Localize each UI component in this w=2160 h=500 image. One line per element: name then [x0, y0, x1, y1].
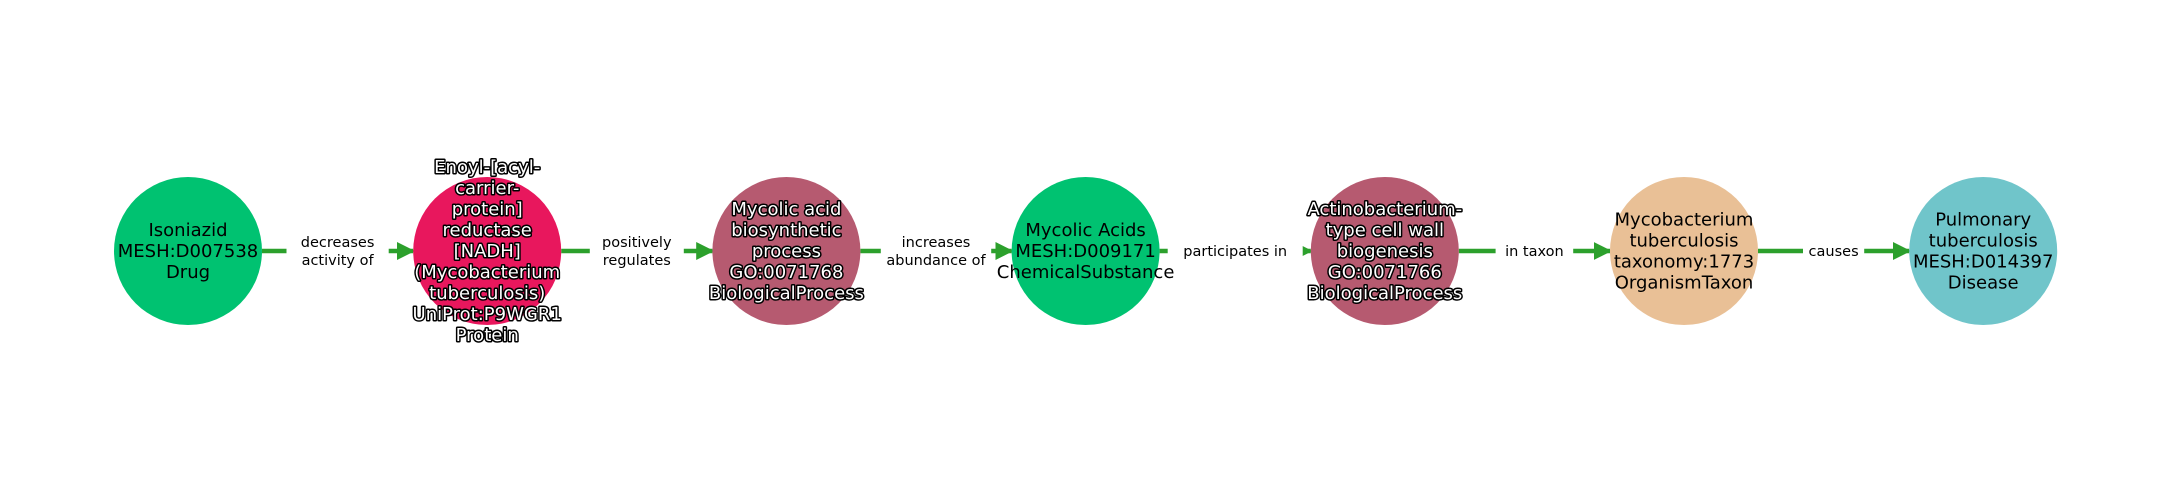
- edge-3: increases abundance of: [860, 231, 1014, 271]
- node-label: tuberculosis: [1629, 231, 1738, 252]
- node-label: Enoyl-[acyl-: [434, 157, 540, 178]
- node-label: OrganismTaxon: [1615, 273, 1754, 294]
- node-label: biogenesis: [1337, 241, 1433, 262]
- node-label: reductase: [443, 220, 532, 241]
- node-enoyl-reductase[interactable]: Enoyl-[acyl-carrier-protein]reductase[NA…: [411, 156, 563, 348]
- edge-label: participates in: [1183, 244, 1287, 260]
- node-circle[interactable]: [1909, 177, 2058, 325]
- edge-label: decreases: [301, 235, 375, 251]
- node-actinobacterium-cell-wall-biogenesis[interactable]: Actinobacterium-type cell wallbiogenesis…: [1306, 177, 1464, 325]
- node-circle[interactable]: [1011, 177, 1160, 325]
- node-label: type cell wall: [1326, 220, 1444, 241]
- node-label: Pulmonary: [1935, 210, 2031, 231]
- edge-label-background: [286, 231, 389, 271]
- node-label: [NADH]: [454, 241, 521, 262]
- node-circle[interactable]: [1310, 177, 1459, 325]
- edge-label: regulates: [603, 253, 671, 269]
- edge-6: causes: [1758, 240, 1911, 262]
- node-label: biosynthetic: [731, 220, 841, 241]
- edge-label: in taxon: [1505, 244, 1564, 260]
- node-label: GO:0071766: [1328, 262, 1442, 283]
- node-label: GO:0071768: [729, 262, 843, 283]
- edge-label: causes: [1809, 244, 1859, 260]
- edge-label-background: [1803, 240, 1865, 262]
- node-label: MESH:D014397: [1913, 252, 2054, 273]
- node-label: taxonomy:1773: [1614, 252, 1754, 273]
- node-label: (Mycobacterium: [414, 262, 560, 283]
- node-label: protein]: [452, 199, 523, 220]
- node-label: tuberculosis: [1929, 231, 2038, 252]
- edge-label-background: [589, 231, 684, 271]
- node-label: BiologicalProcess: [709, 283, 864, 304]
- edge-5: in taxon: [1458, 240, 1612, 262]
- node-label: Mycobacterium: [1615, 210, 1754, 231]
- node-label: Actinobacterium-: [1307, 199, 1462, 220]
- edge-label-background: [1167, 240, 1303, 262]
- edge-4: participates in: [1159, 240, 1313, 262]
- node-label: Mycolic acid: [731, 199, 841, 220]
- node-label: MESH:D007538: [118, 241, 259, 262]
- edge-label: increases: [902, 235, 971, 251]
- node-label: Drug: [166, 262, 210, 283]
- edge-1: decreases activity of: [262, 231, 416, 271]
- edge-label: positively: [602, 235, 672, 251]
- node-mycolic-acids[interactable]: Mycolic AcidsMESH:D009171ChemicalSubstan…: [997, 177, 1175, 325]
- node-label: BiologicalProcess: [1307, 283, 1462, 304]
- node-label: process: [752, 241, 821, 262]
- node-label: MESH:D009171: [1015, 241, 1156, 262]
- node-circle[interactable]: [413, 177, 562, 325]
- node-label: Mycolic Acids: [1025, 220, 1145, 241]
- node-label: Disease: [1948, 273, 2019, 294]
- node-mycolic-acid-biosynthetic-process[interactable]: Mycolic acidbiosyntheticprocessGO:007176…: [707, 177, 865, 325]
- node-label: carrier-: [455, 178, 519, 199]
- edge-2: positively regulates: [561, 231, 715, 271]
- edge-label: abundance of: [886, 253, 986, 269]
- node-label: UniProt:P9WGR1: [413, 304, 562, 325]
- node-label: Protein: [456, 325, 519, 346]
- node-label: ChemicalSubstance: [997, 262, 1175, 283]
- edge-label: activity of: [302, 253, 375, 269]
- node-circle[interactable]: [114, 177, 262, 325]
- edge-label-background: [1495, 240, 1574, 262]
- node-label: tuberculosis): [429, 283, 545, 304]
- node-circle[interactable]: [712, 177, 861, 325]
- node-label: Isoniazid: [148, 220, 227, 241]
- node-circle[interactable]: [1610, 177, 1758, 325]
- edge-label-background: [880, 231, 992, 271]
- node-mycobacterium-tuberculosis[interactable]: Mycobacteriumtuberculosistaxonomy:1773Or…: [1610, 177, 1758, 325]
